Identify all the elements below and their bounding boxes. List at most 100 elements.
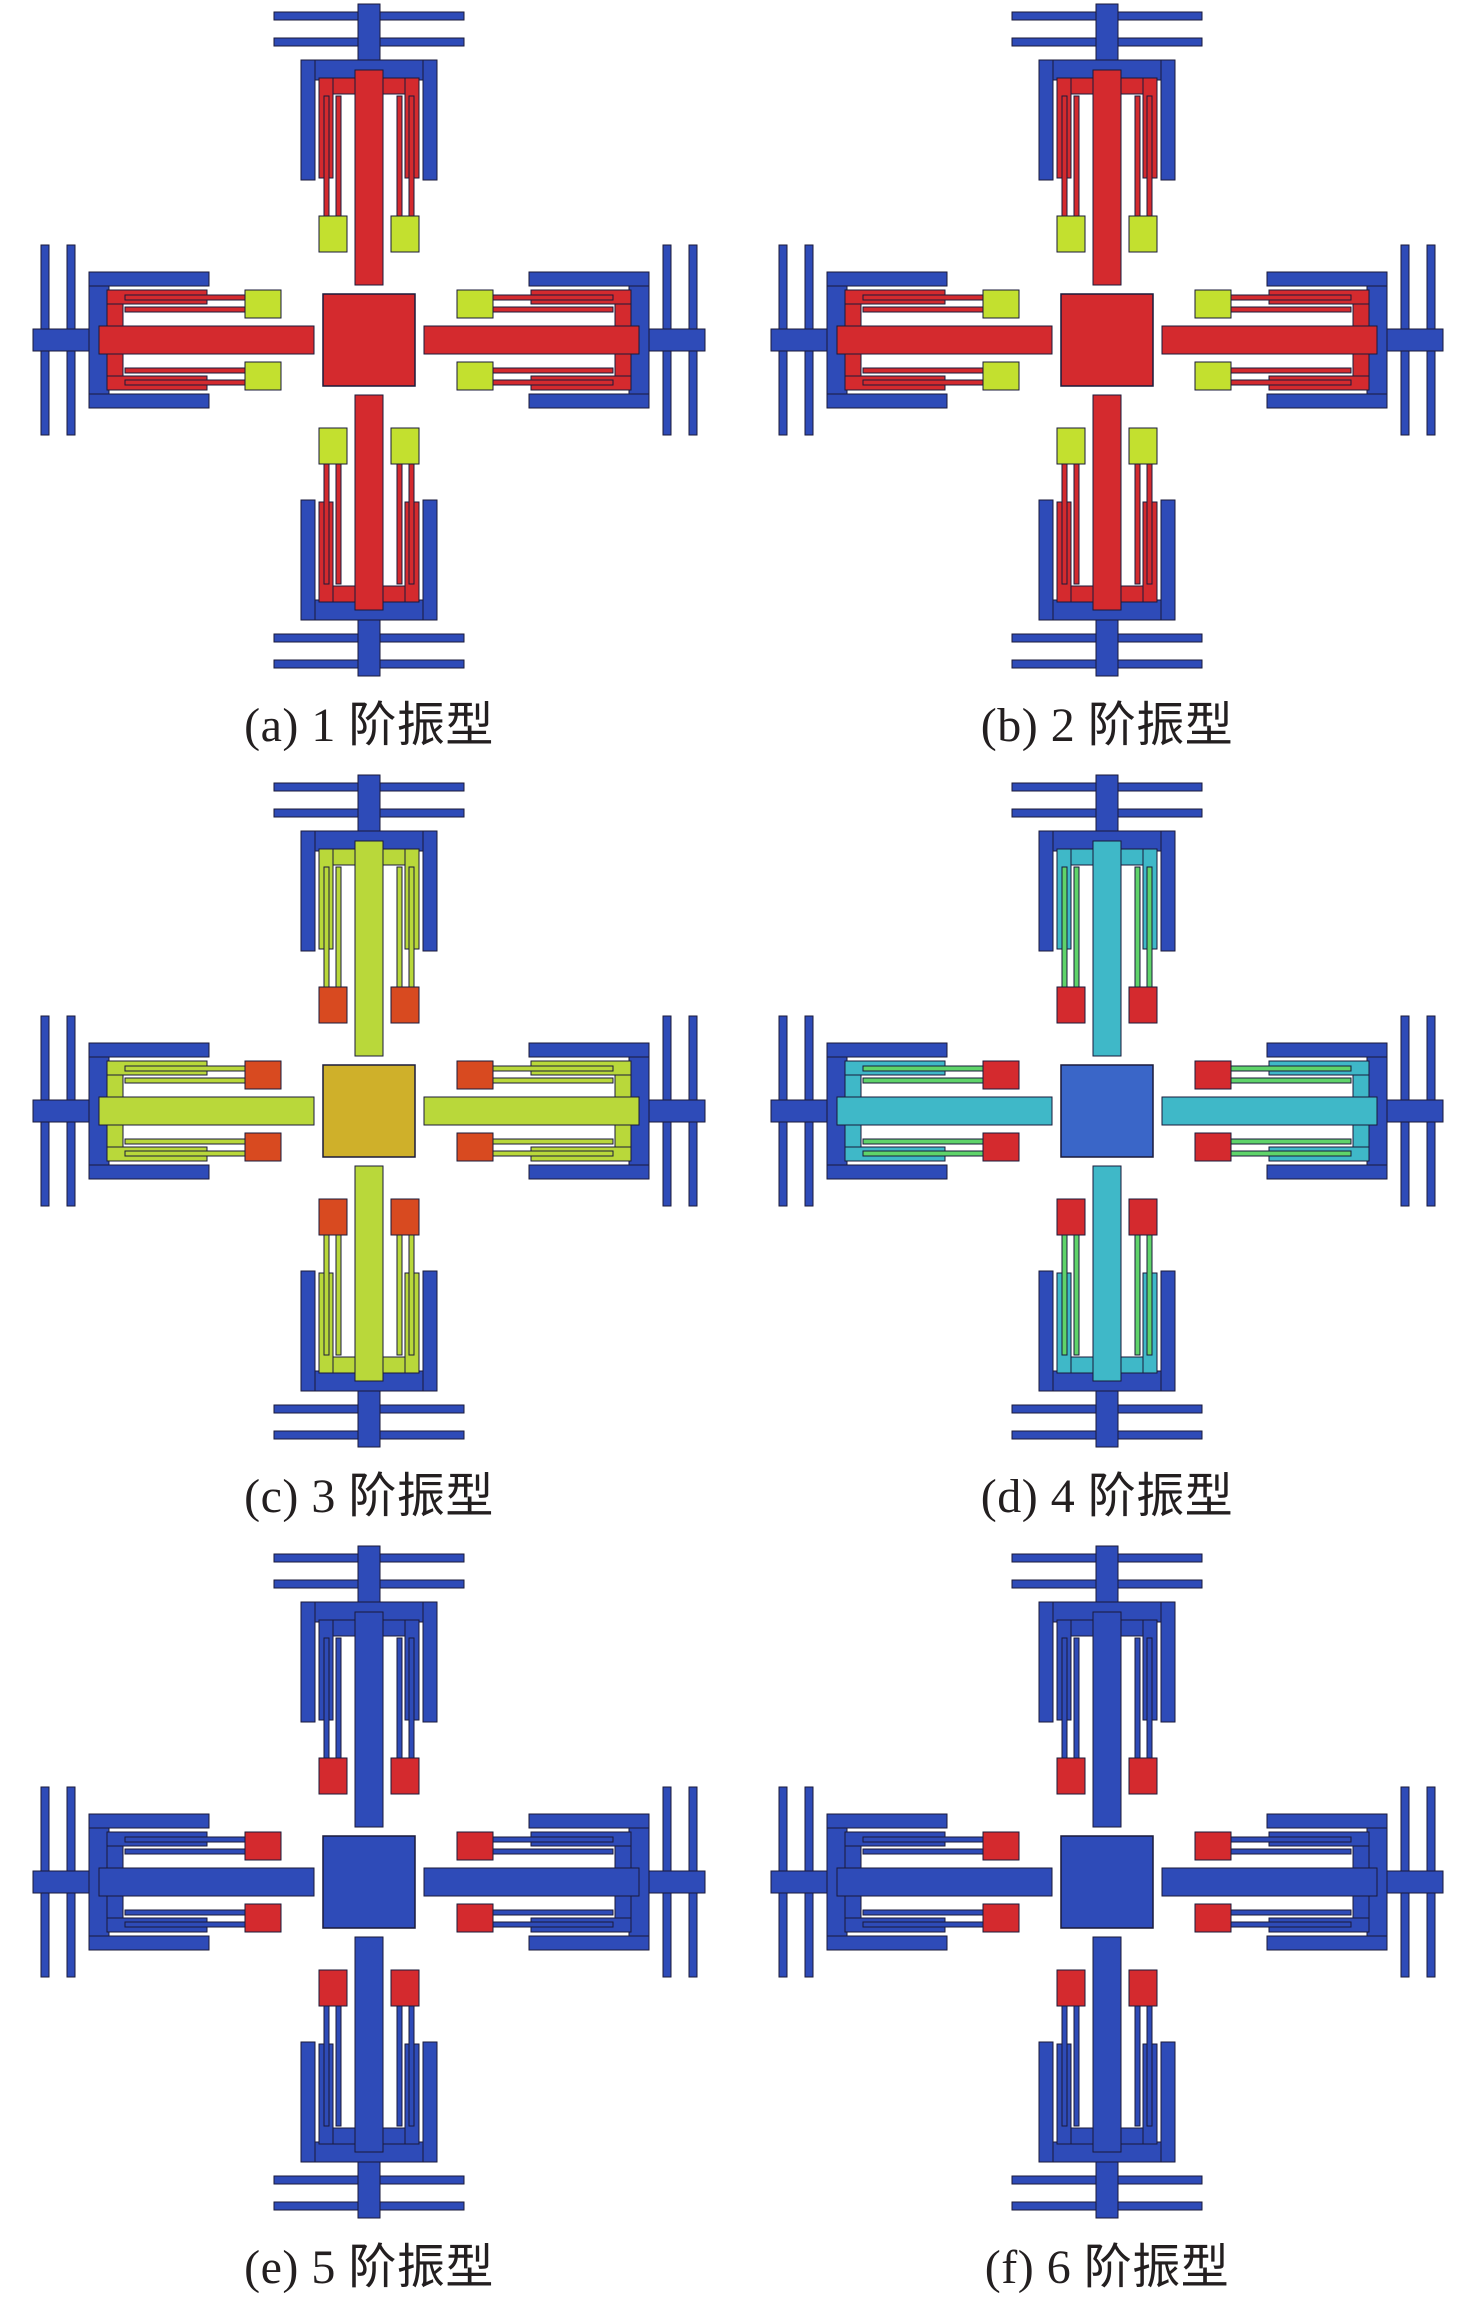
- hinge-block: [982, 1060, 1020, 1090]
- hinge-block: [1056, 1198, 1086, 1236]
- hinge-block: [318, 427, 348, 465]
- flexure-leaf: [492, 1836, 614, 1843]
- flexure-leaf: [1230, 1077, 1352, 1084]
- central-spine: [1092, 394, 1122, 611]
- flexure-leaf: [862, 1848, 984, 1855]
- flexure-leaf: [862, 379, 984, 386]
- hinge-block: [1056, 1969, 1086, 2007]
- hinge-block: [456, 1831, 494, 1861]
- frame-side: [826, 271, 948, 287]
- flexure-leaf: [335, 2005, 342, 2127]
- flexure-leaf: [862, 1921, 984, 1928]
- hinge-block: [244, 361, 282, 391]
- flexure-leaf: [323, 1234, 330, 1356]
- flexure-leaf: [1146, 866, 1153, 988]
- flexure-leaf: [408, 1637, 415, 1759]
- hinge-block: [456, 1060, 494, 1090]
- frame-side: [422, 830, 438, 952]
- flexure-leaf: [1134, 1234, 1141, 1356]
- panel-caption: (d) 4 阶振型: [980, 1470, 1234, 1523]
- proof-mass: [1060, 1835, 1154, 1929]
- hinge-block: [244, 1903, 282, 1933]
- frame-side: [528, 271, 650, 287]
- mechanism-group: [32, 3, 706, 677]
- hinge-block: [1194, 361, 1232, 391]
- proof-mass: [322, 1064, 416, 1158]
- arm-assembly: [273, 1165, 465, 1448]
- flexure-leaf: [862, 1138, 984, 1145]
- arm-assembly: [1161, 1786, 1444, 1978]
- hinge-block: [1056, 1757, 1086, 1795]
- flexure-leaf: [1230, 367, 1352, 374]
- flexure-leaf: [396, 1637, 403, 1759]
- arm-assembly: [1011, 1545, 1203, 1828]
- arm-assembly: [423, 1015, 706, 1207]
- panel-mode-4: (d) 4 阶振型: [738, 771, 1476, 1542]
- flexure-leaf: [1073, 463, 1080, 585]
- frame-side: [1160, 2041, 1176, 2163]
- flexure-leaf: [124, 1848, 246, 1855]
- frame-side: [88, 1042, 210, 1058]
- flexure-leaf: [124, 379, 246, 386]
- frame-side: [1038, 499, 1054, 621]
- frame-side: [422, 2041, 438, 2163]
- frame-side: [1266, 1813, 1388, 1829]
- mechanism-group: [770, 3, 1444, 677]
- panel-caption: (f) 6 阶振型: [984, 2241, 1230, 2294]
- flexure-leaf: [492, 306, 614, 313]
- central-spine: [354, 1611, 384, 1828]
- hinge-block: [456, 361, 494, 391]
- hinge-block: [1194, 1132, 1232, 1162]
- hinge-block: [318, 1757, 348, 1795]
- frame-side: [826, 1813, 948, 1829]
- frame-side: [88, 1164, 210, 1180]
- flexure-leaf: [1230, 294, 1352, 301]
- mechanism-group: [32, 1545, 706, 2219]
- mode-shape-3-diagram: [32, 774, 706, 1448]
- hinge-block: [1056, 215, 1086, 253]
- frame-side: [528, 1164, 650, 1180]
- arm-assembly: [1011, 1936, 1203, 2219]
- flexure-leaf: [862, 306, 984, 313]
- proof-mass: [322, 293, 416, 387]
- flexure-leaf: [1073, 1637, 1080, 1759]
- frame-side: [1266, 393, 1388, 409]
- flexure-leaf: [1146, 1234, 1153, 1356]
- flexure-leaf: [1134, 95, 1141, 217]
- flexure-leaf: [1134, 866, 1141, 988]
- frame-side: [1160, 1601, 1176, 1723]
- frame-side: [1038, 1270, 1054, 1392]
- flexure-leaf: [396, 95, 403, 217]
- central-spine: [1092, 1936, 1122, 2153]
- flexure-leaf: [323, 2005, 330, 2127]
- hinge-block: [390, 1757, 420, 1795]
- flexure-leaf: [124, 1138, 246, 1145]
- hinge-block: [1194, 1060, 1232, 1090]
- central-spine: [354, 840, 384, 1057]
- hinge-block: [1128, 1969, 1158, 2007]
- hinge-block: [1056, 427, 1086, 465]
- central-spine: [354, 1165, 384, 1382]
- frame-side: [1160, 1270, 1176, 1392]
- frame-side: [1160, 499, 1176, 621]
- flexure-leaf: [1230, 1065, 1352, 1072]
- central-spine: [423, 325, 640, 355]
- flexure-leaf: [1061, 463, 1068, 585]
- flexure-leaf: [408, 1234, 415, 1356]
- flexure-leaf: [862, 1065, 984, 1072]
- panel-mode-6: (f) 6 阶振型: [738, 1542, 1476, 2313]
- arm-assembly: [273, 774, 465, 1057]
- arm-assembly: [273, 3, 465, 286]
- central-spine: [1161, 1867, 1378, 1897]
- flexure-leaf: [492, 1077, 614, 1084]
- flexure-leaf: [1134, 463, 1141, 585]
- flexure-leaf: [1230, 1138, 1352, 1145]
- flexure-leaf: [862, 1909, 984, 1916]
- flexure-leaf: [124, 1150, 246, 1157]
- frame-side: [300, 2041, 316, 2163]
- panel-mode-3: (c) 3 阶振型: [0, 771, 738, 1542]
- central-spine: [1092, 1611, 1122, 1828]
- hinge-block: [456, 1132, 494, 1162]
- arm-assembly: [1011, 1165, 1203, 1448]
- central-spine: [354, 394, 384, 611]
